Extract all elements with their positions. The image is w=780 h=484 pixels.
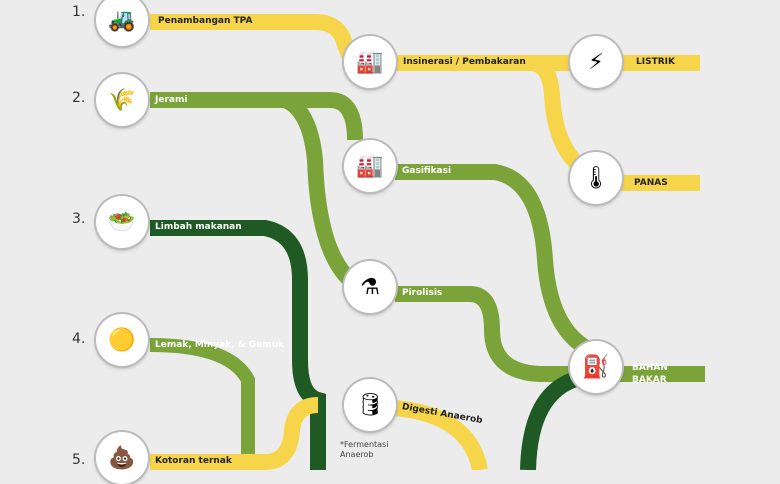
label-gasifikasi: Gasifikasi xyxy=(402,166,452,176)
straw-icon: 🌾 xyxy=(96,74,148,126)
yellow-path-digesti xyxy=(394,400,488,470)
label-bahan-bakar: BAHAN BAKAR xyxy=(632,362,668,386)
step-number: 5. xyxy=(72,452,86,468)
fat-oil-icon: 🟡 xyxy=(96,314,148,366)
step-number: 3. xyxy=(72,211,86,227)
green-path-gasifikasi xyxy=(395,164,594,358)
landfill-mining-icon: 🚜 xyxy=(96,0,148,46)
label-lemak: Lemak, Minyak, & Gemuk xyxy=(155,340,284,350)
flow-paths xyxy=(149,13,705,470)
green-path-pirolisis xyxy=(395,286,705,382)
factory-icon: 🏭 xyxy=(344,36,396,88)
label-insinerasi: Insinerasi / Pembakaran xyxy=(403,57,526,67)
manure-icon: 💩 xyxy=(96,432,148,484)
step-number: 1. xyxy=(72,4,86,20)
green-path-jerami-pirolisis xyxy=(281,92,356,286)
label-line: BAKAR xyxy=(632,375,667,385)
digester-icon: 🛢 xyxy=(344,379,396,431)
darkgreen-path-limbah xyxy=(150,220,326,470)
label-penambangan: Penambangan TPA xyxy=(158,16,253,26)
label-kotoran: Kotoran ternak xyxy=(155,456,232,466)
thermometer-icon: 🌡 xyxy=(570,152,622,204)
label-jerami: Jerami xyxy=(155,95,188,105)
yellow-path-kotoran xyxy=(150,397,319,470)
note-line: *Fermentasi xyxy=(340,440,389,449)
note-line: Anaerob xyxy=(340,450,374,459)
fuel-pump-icon: ⛽ xyxy=(570,341,622,393)
step-number: 4. xyxy=(72,331,86,347)
label-listrik: LISTRIK xyxy=(636,57,675,67)
pyrolysis-icon: ⚗ xyxy=(344,261,396,313)
food-waste-icon: 🥗 xyxy=(96,196,148,248)
label-line: BAHAN xyxy=(632,363,668,373)
step-number: 2. xyxy=(72,90,86,106)
label-panas: PANAS xyxy=(634,178,668,188)
label-pirolisis: Pirolisis xyxy=(402,288,443,298)
green-path-jerami xyxy=(150,92,363,141)
green-path-lemak xyxy=(149,338,255,470)
gasification-plant-icon: 🏭 xyxy=(344,140,396,192)
yellow-path-panas xyxy=(529,55,700,191)
label-limbah: Limbah makanan xyxy=(155,222,242,232)
electricity-icon: ⚡ xyxy=(570,36,622,88)
darkgreen-path-bahanbakar xyxy=(520,370,583,470)
yellow-path-tpa xyxy=(150,13,360,66)
